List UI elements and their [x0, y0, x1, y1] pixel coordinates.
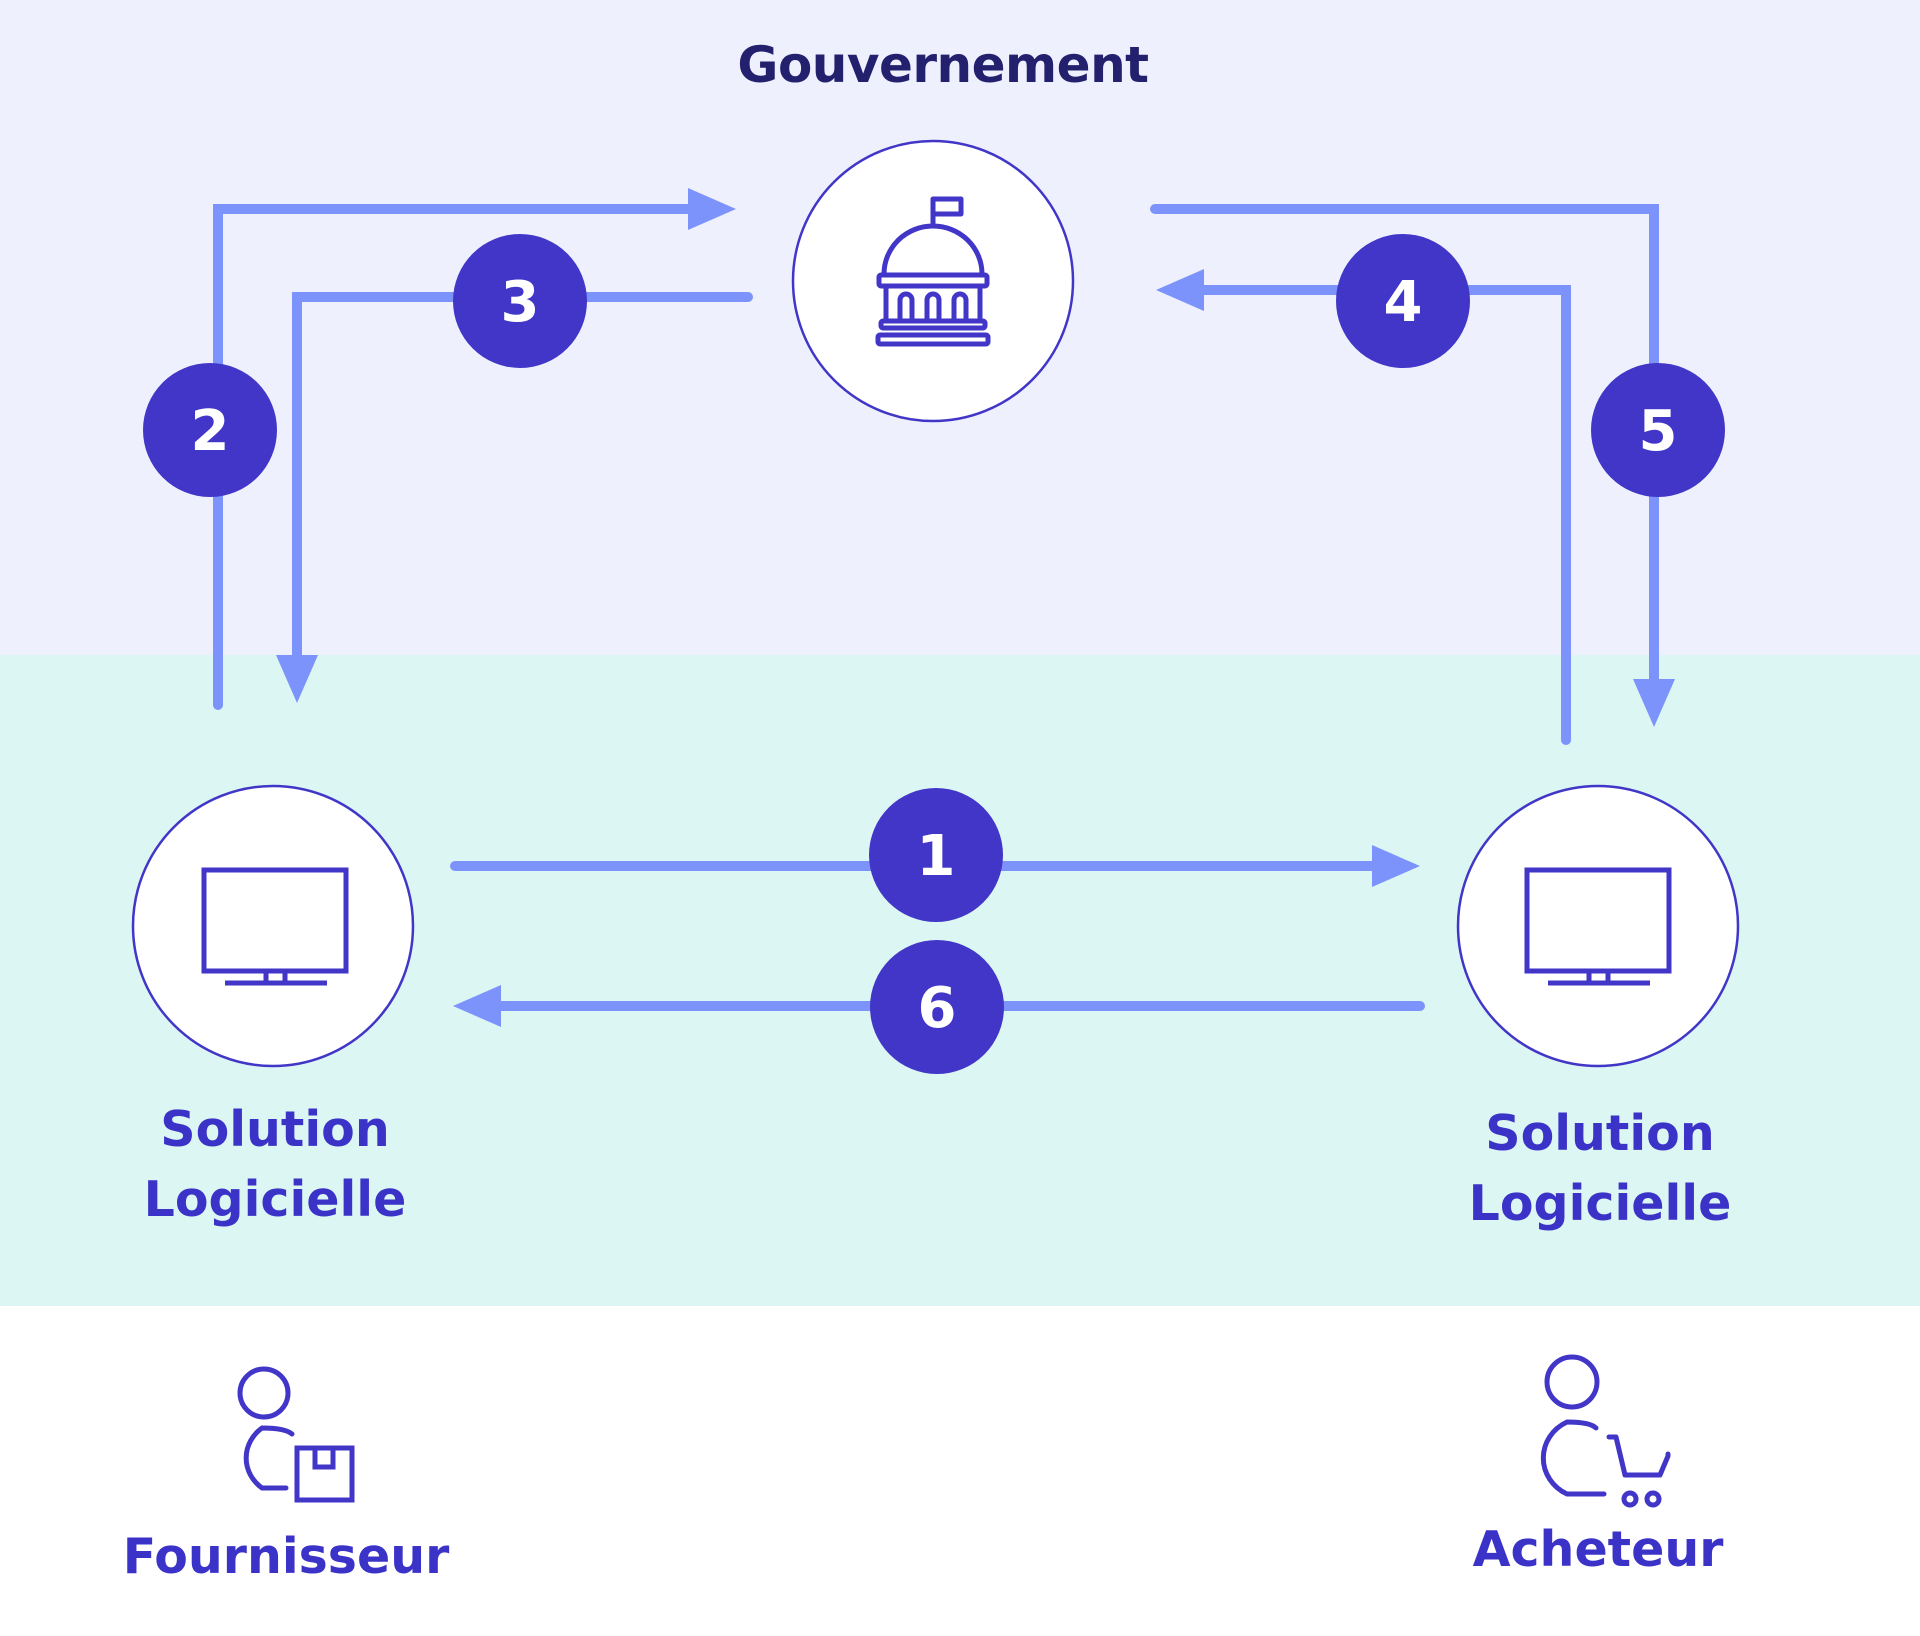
label-line: Solution [1485, 1105, 1715, 1162]
arrowhead-step-5 [1633, 679, 1675, 727]
step-number-5: 5 [1639, 399, 1678, 464]
supplier-software-label: Solution Logicielle [125, 1095, 425, 1235]
step-badge-3 [453, 234, 587, 368]
government-node [791, 139, 1075, 423]
arrowhead-step-4 [1156, 269, 1204, 311]
monitor-icon [1524, 867, 1672, 986]
arrowhead-step-2 [688, 188, 736, 230]
government-building-icon [875, 196, 991, 347]
buyer-software-label: Solution Logicielle [1450, 1099, 1750, 1239]
step-badge-1 [869, 788, 1003, 922]
step-number-1: 1 [917, 824, 956, 889]
label-line: Solution [160, 1101, 390, 1158]
step-badge-6 [870, 940, 1004, 1074]
step-badge-4 [1336, 234, 1470, 368]
step-number-3: 3 [501, 270, 540, 335]
person-with-box-icon [237, 1366, 355, 1503]
arrow-step-2 [213, 204, 695, 710]
label-line: Logicielle [143, 1171, 407, 1228]
arrowhead-step-1 [1372, 845, 1420, 887]
supplier-software-node [131, 784, 415, 1068]
arrow-step-5 [1150, 204, 1659, 695]
step-number-6: 6 [918, 976, 957, 1041]
step-number-2: 2 [191, 399, 230, 464]
arrow-step-4 [1195, 285, 1571, 745]
government-label: Gouvernement [737, 36, 1149, 94]
monitor-icon [201, 867, 349, 986]
arrowhead-step-3 [276, 655, 318, 703]
buyer-actor-label: Acheteur [1472, 1521, 1724, 1578]
step-badge-5 [1591, 363, 1725, 497]
buyer-software-node [1456, 784, 1740, 1068]
supplier-actor-label: Fournisseur [122, 1528, 450, 1585]
step-number-4: 4 [1384, 270, 1423, 335]
label-line: Logicielle [1468, 1175, 1732, 1232]
step-badge-2 [143, 363, 277, 497]
arrow-step-3 [292, 292, 753, 675]
person-with-cart-icon [1540, 1354, 1671, 1508]
arrowhead-step-6 [453, 985, 501, 1027]
